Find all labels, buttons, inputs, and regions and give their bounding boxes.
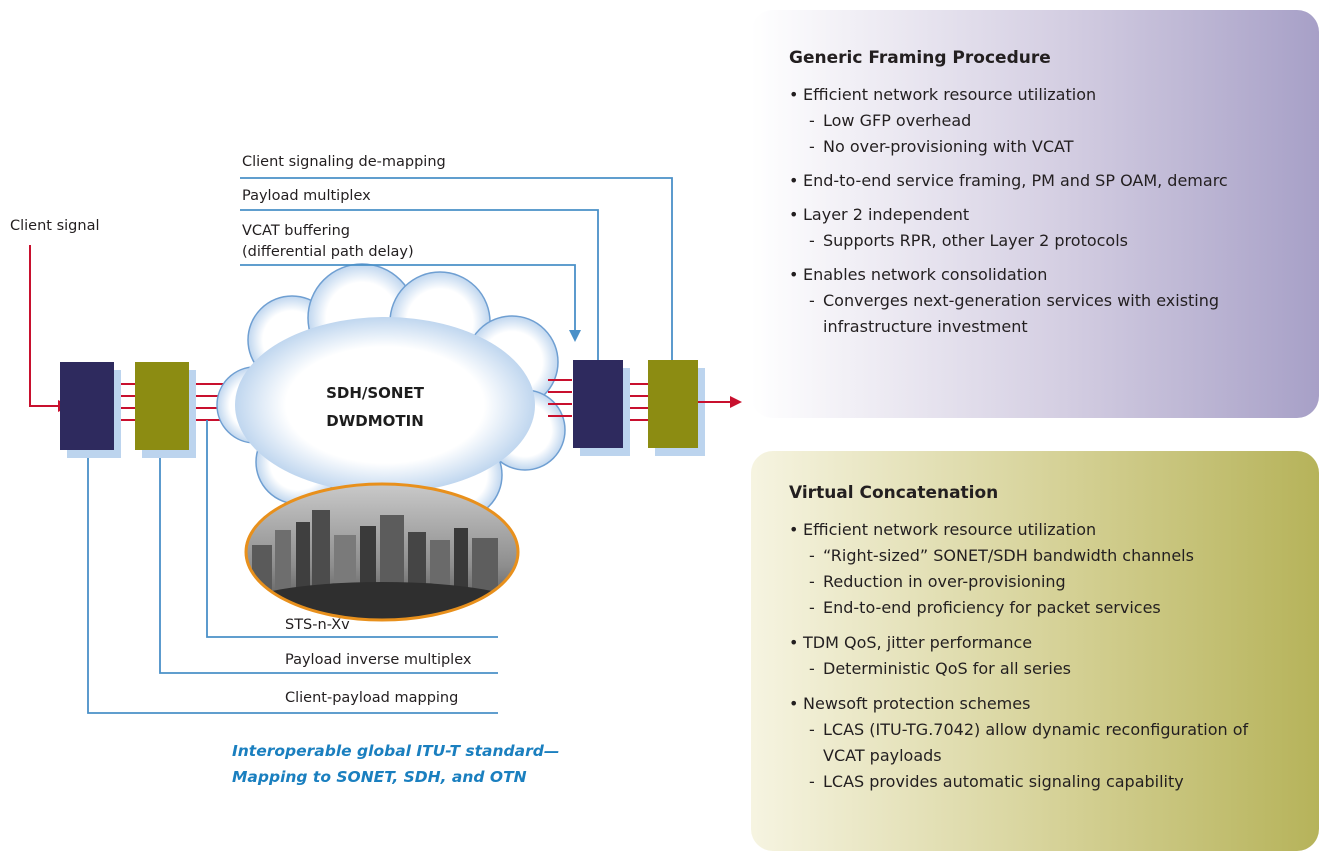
gfp-bullet-text: Enables network consolidation <box>789 262 1293 288</box>
left-olive-block <box>135 362 196 458</box>
sts-label: STS-n-Xv <box>285 617 350 633</box>
vcat-panel-title: Virtual Concatenation <box>789 483 999 503</box>
gfp-bullet-text: Layer 2 independent <box>789 202 1293 228</box>
gfp-sub-item: Low GFP overhead <box>789 108 1293 134</box>
vcat-buffer-arrowhead <box>569 330 581 342</box>
vcat-sub-item: Reduction in over-provisioning <box>789 569 1293 595</box>
gfp-sub-item: Supports RPR, other Layer 2 protocols <box>789 228 1293 254</box>
vcat-bullet: TDM QoS, jitter performance Deterministi… <box>789 630 1293 682</box>
vcat-bullet-text: Efficient network resource utilization <box>789 517 1293 543</box>
right-olive-block <box>648 360 705 456</box>
vcat-panel: Virtual Concatenation Efficient network … <box>751 451 1319 851</box>
gfp-bullet: End-to-end service framing, PM and SP OA… <box>789 168 1293 194</box>
right-navy-block <box>573 360 630 456</box>
bottom-connectors <box>87 420 498 714</box>
top-connectors <box>240 177 673 360</box>
caption-line-2: Mapping to SONET, SDH, and OTN <box>232 768 527 786</box>
client-payload-mapping-label: Client-payload mapping <box>285 690 459 706</box>
gfp-bullet-text: End-to-end service framing, PM and SP OA… <box>789 168 1293 194</box>
vcat-bullet: Newsoft protection schemes LCAS (ITU-TG.… <box>789 691 1293 795</box>
vcat-bullet-text: TDM QoS, jitter performance <box>789 630 1293 656</box>
right-signal-lanes <box>548 379 648 421</box>
vcat-sub-item: “Right-sized” SONET/SDH bandwidth channe… <box>789 543 1293 569</box>
vcat-sub-item: Deterministic QoS for all series <box>789 656 1293 682</box>
gfp-sub-item: Converges next-generation services with … <box>789 288 1293 340</box>
vcat-sub-item: LCAS (ITU-TG.7042) allow dynamic reconfi… <box>789 717 1293 769</box>
left-navy-block <box>60 362 121 458</box>
gfp-vcat-diagram <box>29 177 742 714</box>
caption-line-1: Interoperable global ITU-T standard— <box>232 742 560 760</box>
standard-caption: Interoperable global ITU-T standard— Map… <box>232 738 559 790</box>
client-signal-label: Client signal <box>10 218 100 234</box>
output-arrow <box>698 396 742 408</box>
demapping-label: Client signaling de-mapping <box>242 154 446 170</box>
gfp-panel-title: Generic Framing Procedure <box>789 48 1051 68</box>
payload-multiplex-label: Payload multiplex <box>242 188 371 204</box>
vcat-bullet-text: Newsoft protection schemes <box>789 691 1293 717</box>
cloud-label-line1: SDH/SONET <box>326 384 424 402</box>
inverse-multiplex-label: Payload inverse multiplex <box>285 652 472 668</box>
network-cloud <box>216 263 566 533</box>
cloud-label-line2: DWDMOTIN <box>326 412 424 430</box>
gfp-bullet-text: Efficient network resource utilization <box>789 82 1293 108</box>
gfp-panel: Generic Framing Procedure Efficient netw… <box>751 10 1319 418</box>
vcat-sub-item: LCAS provides automatic signaling capabi… <box>789 769 1293 795</box>
gfp-sub-item: No over-provisioning with VCAT <box>789 134 1293 160</box>
vcat-sub-item: End-to-end proficiency for packet servic… <box>789 595 1293 621</box>
differential-path-delay-label: (differential path delay) <box>242 244 414 260</box>
gfp-bullet: Enables network consolidation Converges … <box>789 262 1293 340</box>
gfp-bullet: Layer 2 independent Supports RPR, other … <box>789 202 1293 254</box>
vcat-bullet: Efficient network resource utilization “… <box>789 517 1293 621</box>
city-skyline-image <box>244 482 520 622</box>
vcat-buffering-label: VCAT buffering <box>242 223 350 239</box>
gfp-bullet: Efficient network resource utilization L… <box>789 82 1293 160</box>
